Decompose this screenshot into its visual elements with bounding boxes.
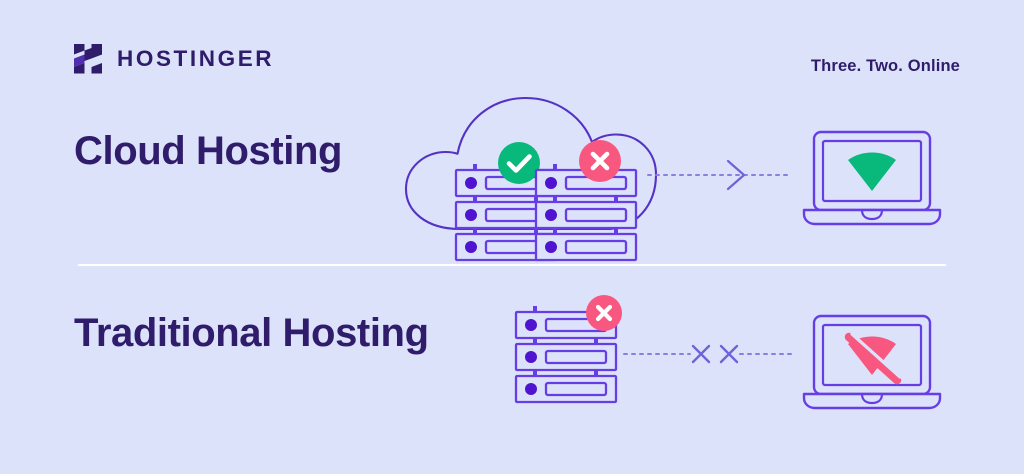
dashed-arrow-right-icon [647,155,793,195]
break-mark-icon [719,344,739,364]
break-mark-icon [691,344,711,364]
brand-name: HOSTINGER [117,45,275,71]
server-rack-icon [508,292,628,410]
laptop-icon [796,128,948,228]
server-rack-healthy [454,164,558,262]
x-circle-icon [586,295,622,331]
server-rack-failed [534,164,638,262]
dashed-line-broken-icon [623,334,797,374]
x-circle-icon [579,140,621,182]
cloud-with-server-racks-icon [398,90,662,262]
section-divider [78,264,946,266]
brand-logo: HOSTINGER [72,42,274,76]
row-title-traditional-hosting: Traditional Hosting [74,311,429,355]
check-circle-icon [498,142,540,184]
laptop-icon [796,312,948,412]
tagline: Three. Two. Online [810,57,960,75]
wifi-signal-icon [848,152,896,191]
hostinger-h-logo-icon [72,42,104,76]
row-title-cloud-hosting: Cloud Hosting [74,129,343,173]
wifi-signal-off-icon [844,332,902,385]
